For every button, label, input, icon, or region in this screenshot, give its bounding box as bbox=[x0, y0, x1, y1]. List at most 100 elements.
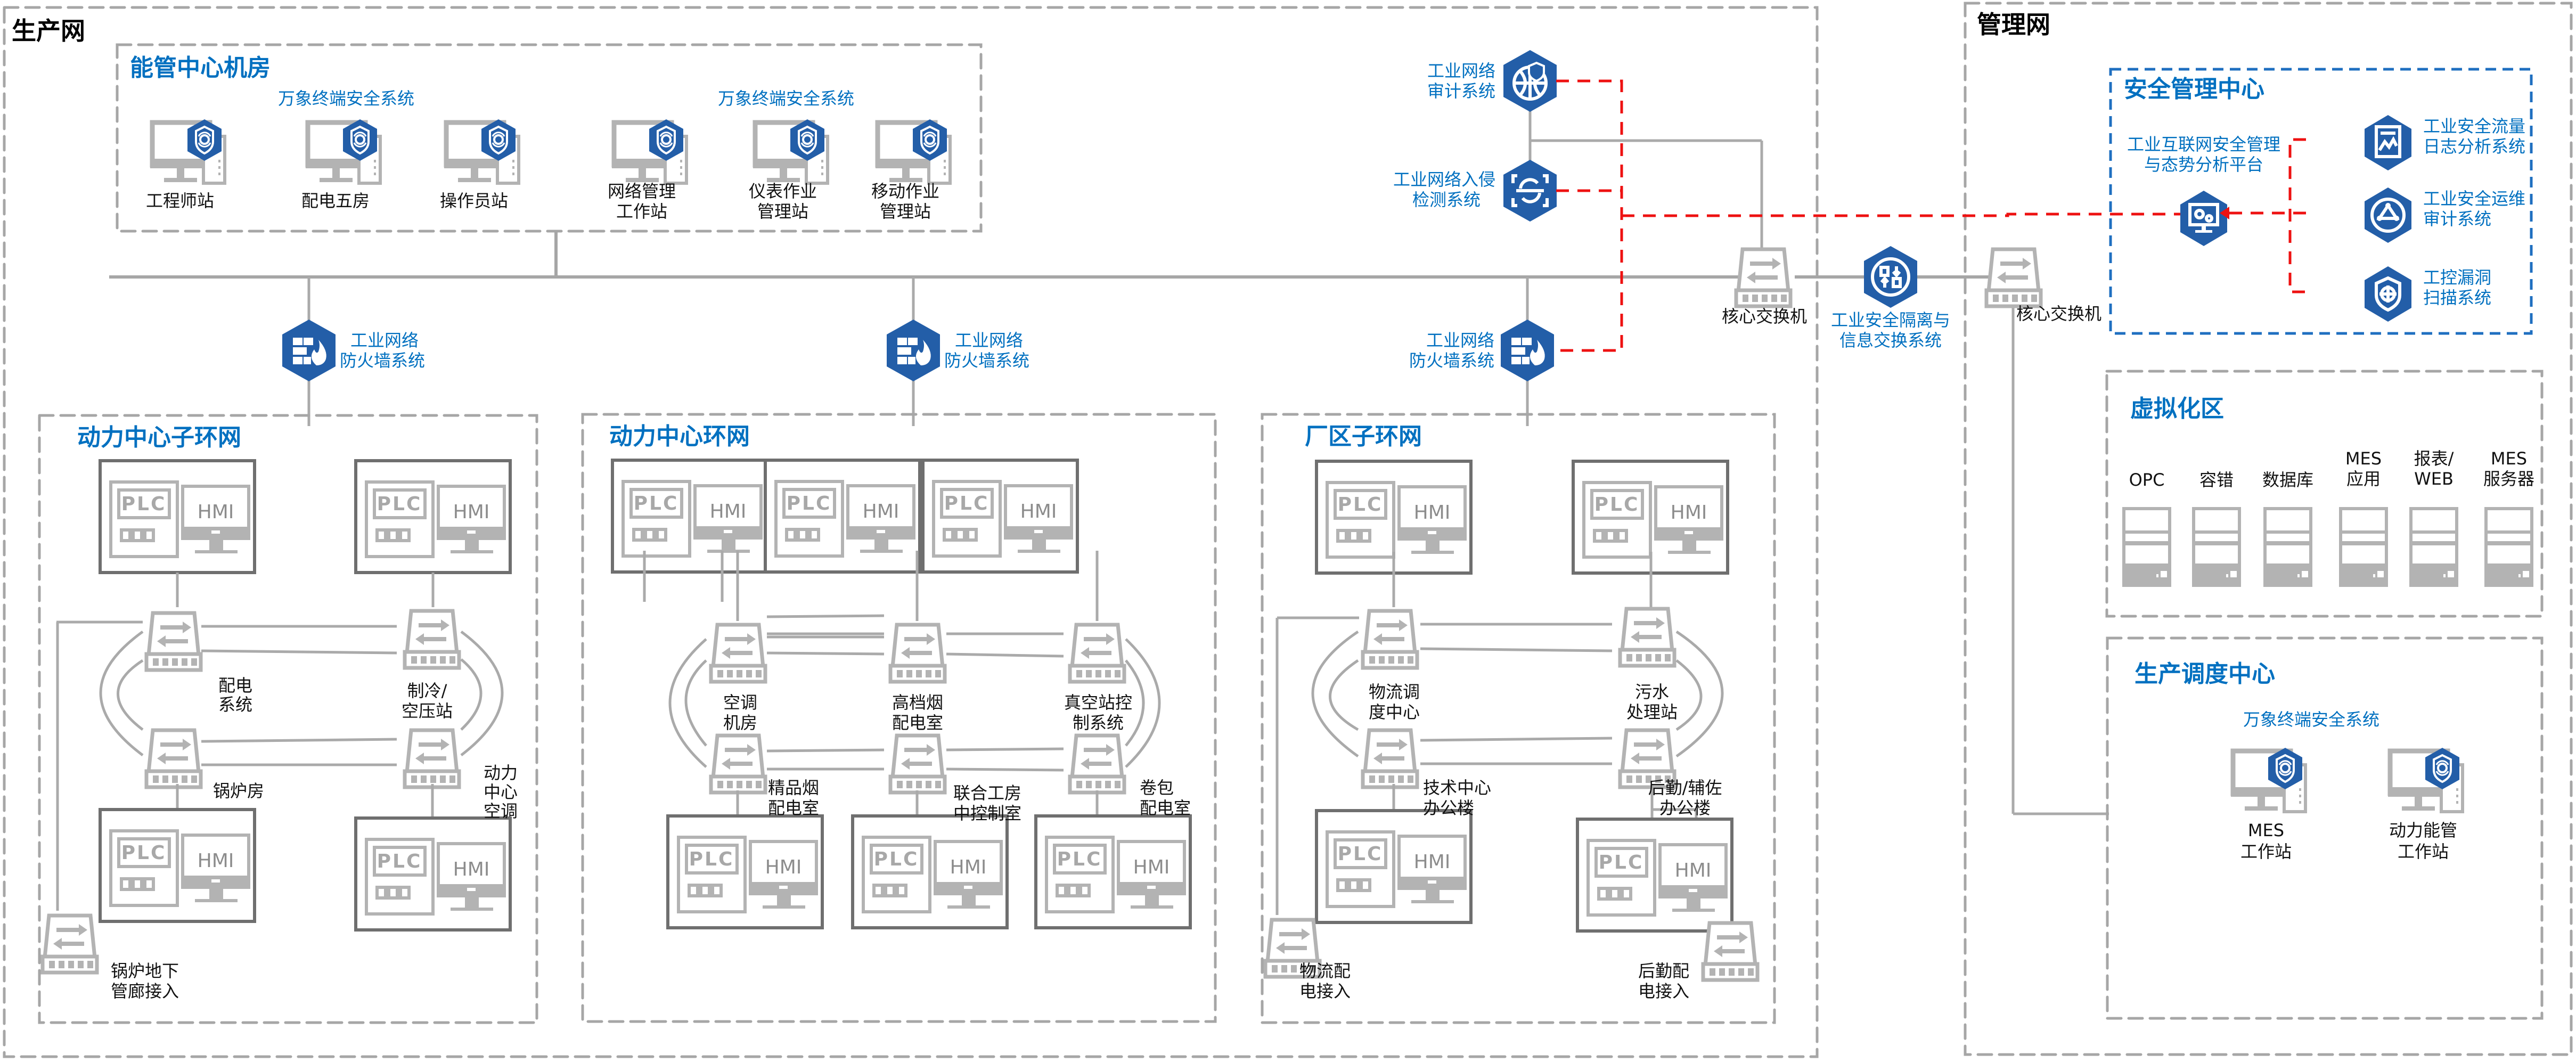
industrial-firewall-2[interactable] bbox=[887, 320, 940, 381]
hmi-label: HMI bbox=[198, 501, 234, 523]
access-switch[interactable] bbox=[43, 916, 97, 973]
ring-switch[interactable] bbox=[405, 611, 459, 668]
network-audit-system[interactable] bbox=[1503, 50, 1557, 112]
plc-label: PLC bbox=[1057, 848, 1102, 870]
management-zone-title: 管理网 bbox=[1977, 10, 2050, 39]
ring-switch[interactable] bbox=[1363, 730, 1417, 787]
server-label-line-2: WEB bbox=[2414, 469, 2454, 489]
hmi-label: HMI bbox=[1671, 502, 1707, 524]
plc-label: PLC bbox=[689, 848, 734, 870]
ring-node-label-line-1: 精品烟 bbox=[768, 778, 819, 798]
ring-switch[interactable] bbox=[146, 613, 201, 670]
dispatch-title: 生产调度中心 bbox=[2135, 660, 2275, 688]
ring-arc bbox=[684, 659, 707, 747]
server[interactable]: OPC bbox=[2122, 470, 2171, 587]
ring-arc bbox=[460, 630, 504, 756]
energy-station-label-line-1: 移动作业 bbox=[871, 181, 939, 201]
server[interactable]: 数据库 bbox=[2262, 470, 2313, 587]
ring-switch[interactable] bbox=[405, 730, 459, 787]
plc-label: PLC bbox=[1338, 843, 1383, 865]
ring-node-label-line-1: 动力 bbox=[484, 763, 518, 783]
core-switch-production[interactable] bbox=[1736, 249, 1790, 306]
security-center-title: 安全管理中心 bbox=[2124, 76, 2264, 103]
ring-node-label-line-2: 制系统 bbox=[1073, 713, 1124, 733]
ring-switch[interactable] bbox=[1070, 736, 1124, 793]
ring-switch[interactable] bbox=[1620, 609, 1674, 666]
security-platform[interactable] bbox=[2180, 191, 2227, 246]
energy-station-label-line-2: 管理站 bbox=[757, 201, 808, 222]
ring-border bbox=[38, 414, 538, 1024]
energy-station[interactable]: 操作员站 bbox=[440, 118, 519, 211]
ring-switch[interactable] bbox=[146, 730, 201, 787]
core-switch-management[interactable] bbox=[1986, 249, 2041, 306]
ring-node-label-line-1: 技术中心 bbox=[1423, 778, 1491, 798]
security-system[interactable] bbox=[2365, 266, 2411, 322]
link bbox=[1420, 647, 1613, 652]
energy-station-label-line-1: 工程师站 bbox=[146, 191, 214, 211]
ring-node-label-line-2: 配电室 bbox=[1140, 798, 1191, 818]
server-tower-icon bbox=[2263, 507, 2312, 587]
ring-switch[interactable] bbox=[890, 625, 945, 682]
firewall-label-2: 防火墙系统 bbox=[340, 350, 425, 371]
ring-switch[interactable] bbox=[890, 736, 945, 793]
security-isolation-gateway[interactable] bbox=[1864, 246, 1917, 308]
ring-switch[interactable] bbox=[711, 625, 765, 682]
security-system[interactable] bbox=[2365, 187, 2411, 243]
link bbox=[1420, 737, 1613, 742]
terminal-security-label-right: 万象终端安全系统 bbox=[718, 88, 854, 109]
ring-switch[interactable] bbox=[711, 736, 765, 793]
ops-audit-icon bbox=[2370, 198, 2406, 233]
production-zone-title: 生产网 bbox=[12, 17, 85, 45]
server[interactable]: 报表/WEB bbox=[2409, 448, 2458, 587]
access-label-line-2: 电接入 bbox=[1299, 981, 1351, 1001]
ring-arc bbox=[1329, 659, 1359, 731]
access-switch[interactable] bbox=[1703, 923, 1757, 980]
plc-label: PLC bbox=[1599, 852, 1644, 873]
security-system[interactable] bbox=[2365, 115, 2411, 170]
industrial-firewall-3[interactable] bbox=[1501, 320, 1554, 381]
ring-switch[interactable] bbox=[1363, 611, 1417, 668]
hmi-label: HMI bbox=[453, 501, 490, 523]
energy-station-label-line-1: 配电五房 bbox=[301, 191, 370, 211]
ring-arc bbox=[1675, 659, 1703, 731]
energy-station[interactable]: 工程师站 bbox=[146, 118, 225, 211]
plc-label: PLC bbox=[634, 493, 679, 514]
ring-switch[interactable] bbox=[1070, 625, 1124, 682]
intrusion-detection-system[interactable] bbox=[1503, 160, 1557, 222]
ids-label-2: 检测系统 bbox=[1412, 190, 1481, 210]
energy-station[interactable]: 配电五房 bbox=[301, 118, 380, 211]
industrial-firewall-1[interactable] bbox=[282, 320, 336, 381]
ring-arc bbox=[1675, 630, 1724, 758]
log-chart-icon bbox=[2375, 125, 2401, 158]
platform-label-2: 与态势分析平台 bbox=[2144, 154, 2263, 175]
ring-node-label-line-3: 空调 bbox=[484, 801, 518, 821]
server-label-line-2: 应用 bbox=[2346, 469, 2381, 489]
management-zone-border bbox=[1964, 2, 2573, 1056]
hmi-label: HMI bbox=[198, 850, 234, 872]
server[interactable]: 容错 bbox=[2192, 470, 2241, 587]
